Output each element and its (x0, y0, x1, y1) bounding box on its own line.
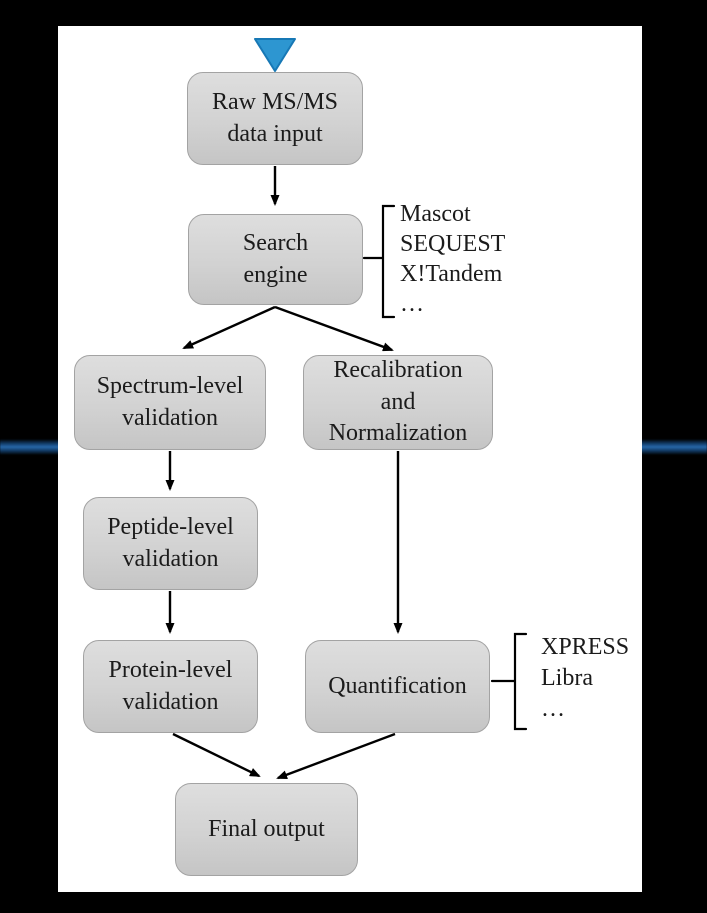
list-item: SEQUEST (400, 231, 506, 257)
list-item: Mascot (400, 201, 471, 227)
list-item: … (400, 291, 424, 317)
node-search-engine: Search engine (188, 214, 363, 305)
list-item: XPRESS (541, 634, 630, 660)
node-recalibration: Recalibration and Normalization (303, 355, 493, 450)
node-final-output: Final output (175, 783, 358, 876)
list-item: Libra (541, 665, 593, 691)
node-quantification: Quantification (305, 640, 490, 733)
search-engine-tools-list: Mascot SEQUEST X!Tandem … (400, 199, 505, 319)
node-peptide-validation: Peptide-level validation (83, 497, 258, 590)
list-item: X!Tandem (400, 261, 503, 287)
node-protein-validation: Protein-level validation (83, 640, 258, 733)
node-raw-ms-data-input: Raw MS/MS data input (187, 72, 363, 165)
node-spectrum-validation: Spectrum-level validation (74, 355, 266, 450)
list-item: … (541, 696, 565, 722)
quantification-tools-list: XPRESS Libra … (541, 632, 629, 725)
